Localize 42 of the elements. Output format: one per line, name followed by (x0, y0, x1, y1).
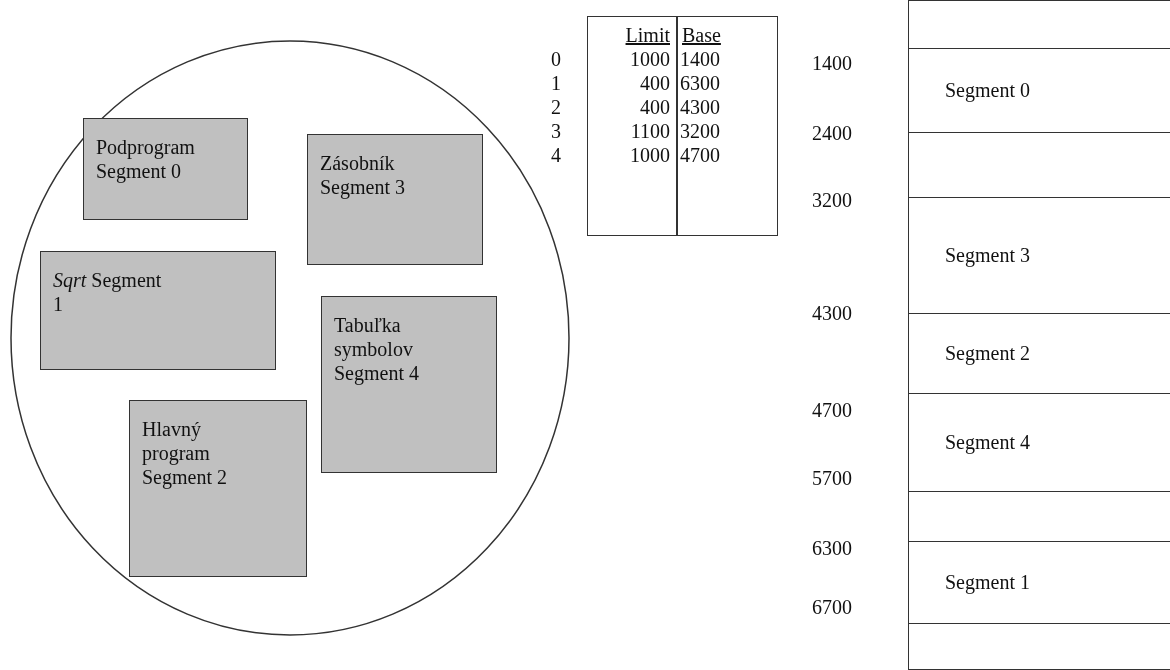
segment-box (83, 118, 248, 220)
segment-box (307, 134, 483, 265)
segment-label: Podprogram Segment 0 (96, 135, 196, 183)
segment-number: 0 (551, 48, 562, 70)
segment-label: Hlavný program Segment 2 (142, 417, 228, 489)
address-label: 6300 (812, 537, 853, 559)
address-label: 2400 (812, 122, 853, 144)
base-value: 4700 (680, 144, 721, 166)
address-label: 6700 (812, 596, 853, 618)
segment-number: 2 (551, 96, 562, 118)
segment-label: Sqrt Segment 1 (53, 268, 163, 316)
address-label: 5700 (812, 467, 853, 489)
segment-number: 3 (551, 120, 562, 142)
base-value: 3200 (680, 120, 721, 142)
segment-number: 1 (551, 72, 562, 94)
limit-value: 1100 (629, 120, 671, 142)
program-ellipse (10, 40, 570, 636)
segment-box (40, 251, 276, 370)
limit-value: 400 (639, 72, 671, 94)
segment-label: Segment 4 (945, 431, 1030, 454)
segment-box (129, 400, 307, 577)
limit-value: 1000 (629, 144, 671, 166)
address-label: 4300 (812, 302, 853, 324)
segment-label: Segment 0 (945, 79, 1030, 102)
address-label: 1400 (812, 52, 853, 74)
column-header: Limit (624, 24, 671, 46)
segment-label: Segment 2 (945, 342, 1030, 365)
segment-label: Segment 1 (945, 571, 1030, 594)
column-header: Base (681, 24, 722, 46)
limit-value: 1000 (629, 48, 671, 70)
memory-column (908, 0, 1170, 670)
segment-number: 4 (551, 144, 562, 166)
address-label: 3200 (812, 189, 853, 211)
base-value: 1400 (680, 48, 721, 70)
limit-value: 400 (639, 96, 671, 118)
segment-box (321, 296, 497, 473)
segment-label: Segment 3 (945, 244, 1030, 267)
segment-label: Tabuľka symbolov Segment 4 (334, 313, 420, 385)
segment-label: Zásobník Segment 3 (320, 151, 406, 199)
address-label: 4700 (812, 399, 853, 421)
base-value: 4300 (680, 96, 721, 118)
base-value: 6300 (680, 72, 721, 94)
